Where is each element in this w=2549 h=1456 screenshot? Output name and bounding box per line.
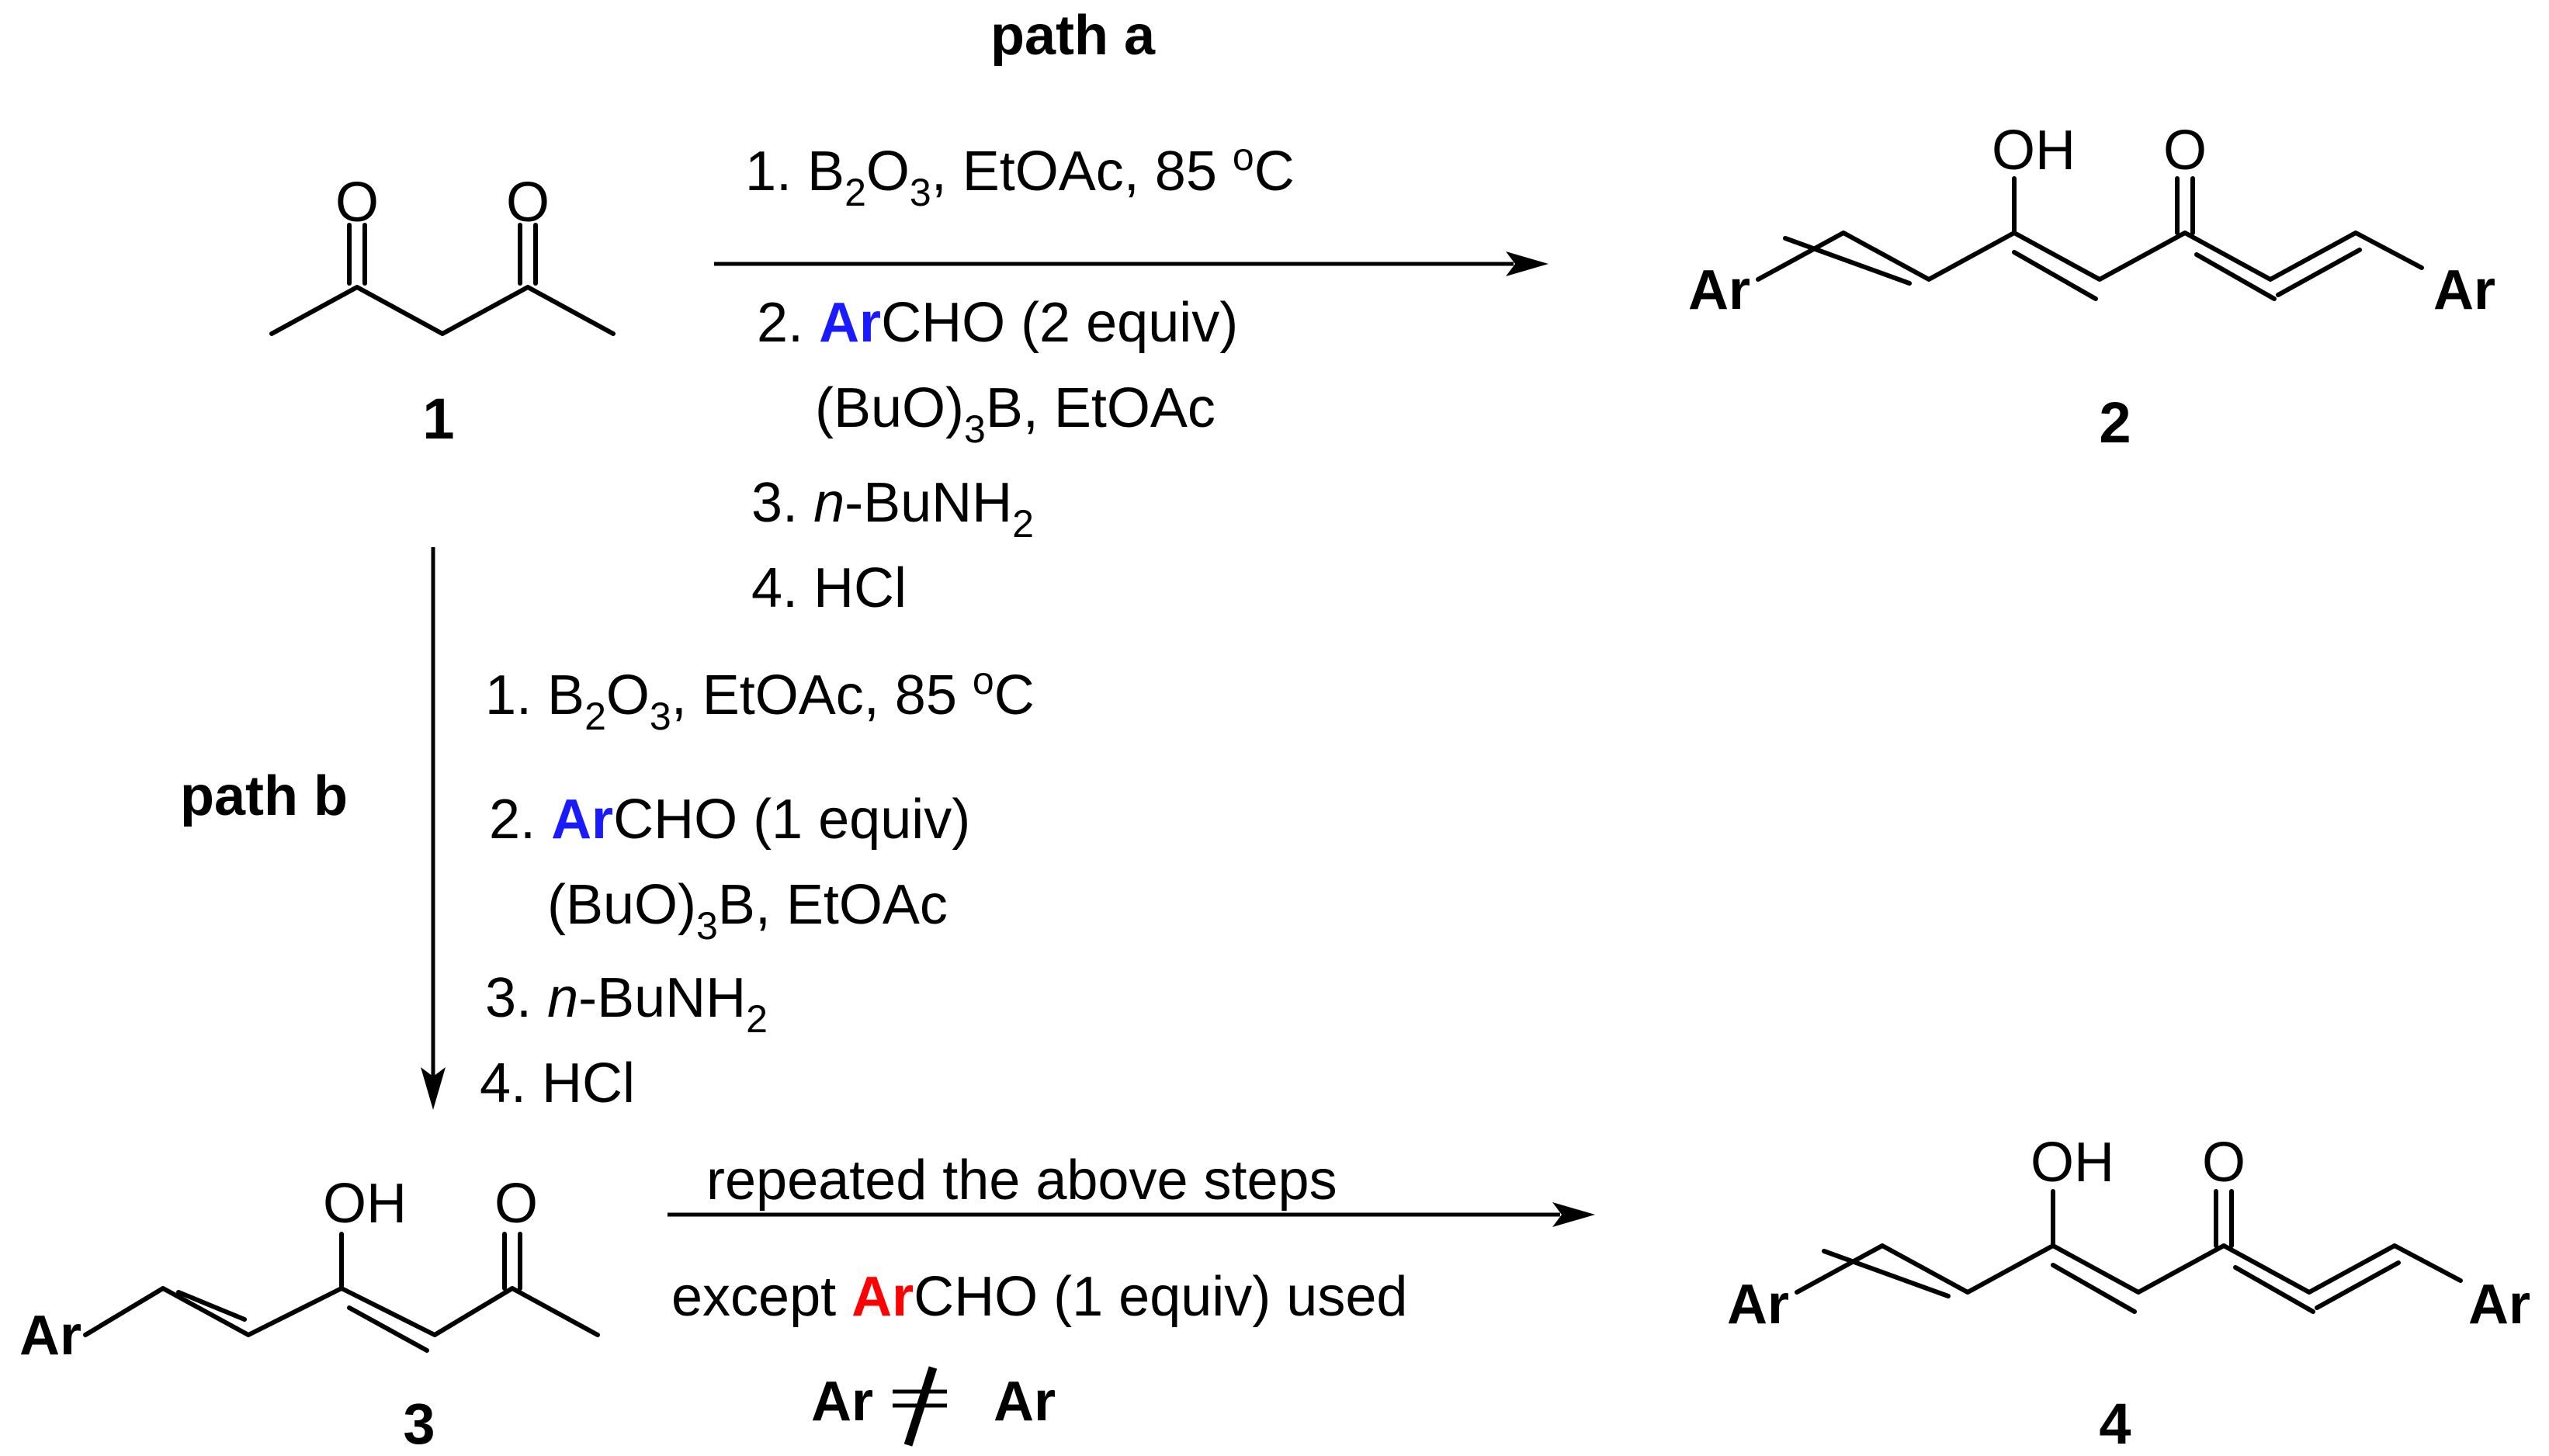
aryl-label-blue: Ar	[1727, 1274, 1789, 1336]
path-a-step-2: 2. ArCHO (2 equiv)	[757, 292, 1238, 354]
path-b-step-2: 2. ArCHO (1 equiv)	[489, 789, 970, 851]
path-a-step-4: 4. HCl	[751, 557, 907, 619]
path-b-step-4: 4. HCl	[480, 1052, 635, 1115]
aryl-label-blue: Ar	[811, 1371, 873, 1433]
hydroxyl-label: OH	[323, 1173, 407, 1235]
oxygen-label: O	[335, 172, 379, 234]
compound-4-label: 4	[2099, 1392, 2131, 1456]
path-b-label: path b	[180, 765, 348, 827]
compound-2-label: 2	[2099, 390, 2131, 455]
path-a-reaction-arrow	[714, 251, 1548, 276]
aryl-label-blue: Ar	[2433, 259, 2495, 321]
compound-1-structure: O O	[269, 172, 616, 336]
hydroxyl-label: OH	[2031, 1132, 2114, 1194]
aryl-label-red: Ar	[994, 1371, 1056, 1433]
aryl-label-blue: Ar	[19, 1305, 81, 1367]
hydroxyl-label: OH	[1992, 120, 2076, 182]
path-a-step-3: 3. n-BuNH2	[751, 472, 1034, 546]
compound-2-structure: OH O Ar Ar	[1688, 120, 2495, 321]
oxygen-label: O	[506, 172, 550, 234]
path-a-step-2-conditions: (BuO)3B, EtOAc	[815, 377, 1216, 451]
oxygen-label: O	[2163, 120, 2207, 182]
compound-3-label: 3	[403, 1392, 435, 1456]
aryl-not-equal-note: Ar Ar	[811, 1366, 1056, 1447]
path-b-step-2-conditions: (BuO)3B, EtOAc	[547, 874, 948, 948]
step-c-conditions-line-2: except ArCHO (1 equiv) used	[671, 1266, 1407, 1328]
compound-3-structure: OH O Ar	[19, 1173, 600, 1367]
aryl-label-blue: Ar	[1688, 259, 1750, 321]
path-b-step-3: 3. n-BuNH2	[485, 967, 768, 1041]
oxygen-label: O	[494, 1173, 538, 1235]
oxygen-label: O	[2202, 1132, 2246, 1194]
aryl-label-red: Ar	[2468, 1274, 2530, 1336]
path-b-reaction-arrow	[421, 547, 446, 1110]
step-c-reaction-arrow	[668, 1202, 1595, 1227]
path-b-step-1: 1. B2O3, EtOAc, 85 oC	[485, 659, 1035, 738]
compound-4-structure: OH O Ar Ar	[1727, 1132, 2530, 1336]
path-a-label: path a	[990, 5, 1156, 67]
compound-1-label: 1	[422, 387, 454, 451]
path-a-step-1: 1. B2O3, EtOAc, 85 oC	[745, 135, 1295, 214]
step-c-conditions-line-1: repeated the above steps	[706, 1149, 1337, 1212]
